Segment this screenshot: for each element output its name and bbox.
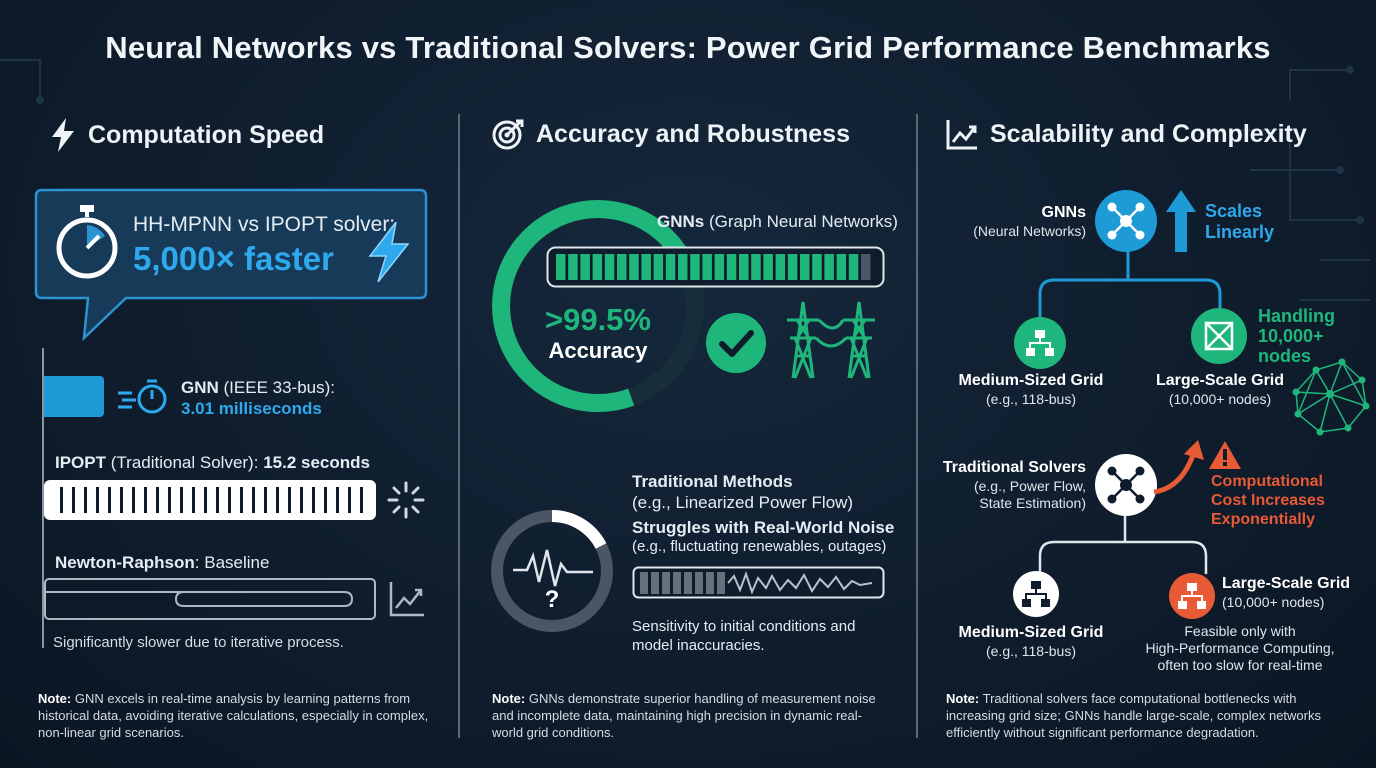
handling-nodes: Handling 10,000+ nodes [1258,306,1335,366]
scalability-note-label: Note: [946,691,980,706]
gnn-accuracy-bar [546,246,885,288]
medium-grid-sub: (e.g., 118-bus) [985,391,1076,407]
fast-stopwatch-icon [118,379,167,414]
feasible-line3: often too slow for real-time [1157,657,1323,673]
gnn-label: GNN [181,378,219,397]
large-grid-icon [1191,308,1247,364]
ipopt-time-bar [44,480,376,520]
gnn-tree-lines [1038,248,1222,318]
arrow-up-icon [1166,190,1196,252]
gnn-speed-label: GNN (IEEE 33-bus): [181,378,335,398]
loading-spinner-icon [387,481,425,519]
scalability-note: Note: Traditional solvers face computati… [946,690,1356,741]
power-tower-icon [787,301,875,379]
accuracy-gnn-detail: (Graph Neural Networks) [708,212,898,231]
speed-title-text: Computation Speed [88,120,325,149]
gnn-accuracy-label: GNNs (Graph Neural Networks) [657,212,898,232]
callout-highlight: 5,000× faster [133,240,334,277]
trend-chart-icon [389,582,424,617]
trad-solvers-label: Traditional Solvers [942,459,1086,476]
gauge-label: Accuracy [548,338,648,363]
column-divider [458,114,460,738]
speed-section-title: Computation Speed [50,118,324,152]
page-title: Neural Networks vs Traditional Solvers: … [105,30,1271,65]
scales-linearly: Scales Linearly [1205,201,1275,242]
lightning-bolt-icon [368,222,410,282]
question-mark-icon: ? [544,586,560,613]
callout-line1: HH-MPNN vs IPOPT solver: [133,213,396,236]
speed-note: Note: GNN excels in real-time analysis b… [38,690,438,741]
medium-grid-trad-icon [1013,571,1059,617]
gnn-network-icon [1095,190,1157,252]
medium-grid2-sub: (e.g., 118-bus) [985,643,1076,659]
newton-label: Newton-Raphson [55,553,195,572]
trad-network-icon [1095,454,1157,516]
ipopt-speed-label: IPOPT (Traditional Solver): 15.2 seconds [55,453,370,473]
large-grid-trad-icon [1169,573,1215,619]
noise-sub: (e.g., fluctuating renewables, outages) [632,538,887,555]
gauge-value: >99.5% [544,302,651,337]
feasible-line2: High-Performance Computing, [1145,640,1335,656]
scal-gnn-sub: (Neural Networks) [973,223,1086,239]
feasible-line1: Feasible only with [1184,623,1296,639]
newton-note: Significantly slower due to iterative pr… [53,634,344,651]
newton-time-bar [44,578,376,620]
scalability-section-title: Scalability and Complexity [946,118,1307,150]
accuracy-note-label: Note: [492,691,526,706]
speed-note-label: Note: [38,691,72,706]
trad-solvers-sub2: State Estimation) [979,495,1086,511]
timeline-axis [42,348,44,648]
large-grid-sub: (10,000+ nodes) [1168,391,1272,407]
scalability-note-text: Traditional solvers face computational b… [946,691,1321,740]
medium-grid2-label: Medium-Sized Grid [958,624,1104,641]
gnn-detail: (IEEE 33-bus): [223,378,336,397]
gnn-time-bar [44,376,104,417]
sensitivity-note: Sensitivity to initial conditions and mo… [632,618,856,654]
cost-increase: Computational Cost Increases Exponential… [1211,473,1325,528]
ipopt-value: 15.2 seconds [263,453,370,472]
network-mesh-icon [1292,358,1370,436]
noise-gauge [491,510,613,632]
speed-callout-bubble [34,188,428,342]
exponential-arrow-icon [1153,440,1204,495]
large-grid2-sub: (10,000+ nodes) [1222,594,1325,610]
accuracy-gauge [492,200,704,413]
noise-title: Struggles with Real-World Noise [632,518,895,537]
gnn-speed-value: 3.01 milliseconds [181,399,322,418]
medium-grid-icon [1014,317,1066,369]
noise-signal-bar [632,566,885,599]
trad-tree-lines [1038,514,1208,574]
accuracy-note: Note: GNNs demonstrate superior handling… [492,690,892,741]
trad-methods-title: Traditional Methods [632,472,793,491]
ipopt-label: IPOPT [55,453,107,472]
trad-solvers-sub1: (e.g., Power Flow, [973,478,1086,494]
checkmark-icon [706,313,766,373]
ipopt-detail: (Traditional Solver): [110,453,259,472]
accuracy-note-text: GNNs demonstrate superior handling of me… [492,691,876,740]
speed-note-text: GNN excels in real-time analysis by lear… [38,691,429,740]
newton-detail: : Baseline [194,553,270,572]
stopwatch-icon [56,205,118,279]
scalability-title-text: Scalability and Complexity [990,119,1307,148]
feasible-note: Feasible only with High-Performance Comp… [1130,623,1350,674]
trad-methods-sub: (e.g., Linearized Power Flow) [632,493,854,512]
target-icon [492,119,524,150]
newton-label-row: Newton-Raphson: Baseline [55,553,269,573]
warning-icon [1209,441,1241,469]
scal-gnn-label: GNNs [1041,204,1086,221]
accuracy-gnn-label: GNNs [657,212,705,231]
medium-grid-label: Medium-Sized Grid [958,372,1104,389]
accuracy-title-text: Accuracy and Robustness [536,119,850,148]
accuracy-section-title: Accuracy and Robustness [492,118,850,150]
column-divider [916,114,918,738]
large-grid2-label: Large-Scale Grid [1222,575,1351,592]
large-grid-label: Large-Scale Grid [1155,372,1285,389]
lightning-icon [52,118,74,152]
line-chart-icon [946,120,977,150]
